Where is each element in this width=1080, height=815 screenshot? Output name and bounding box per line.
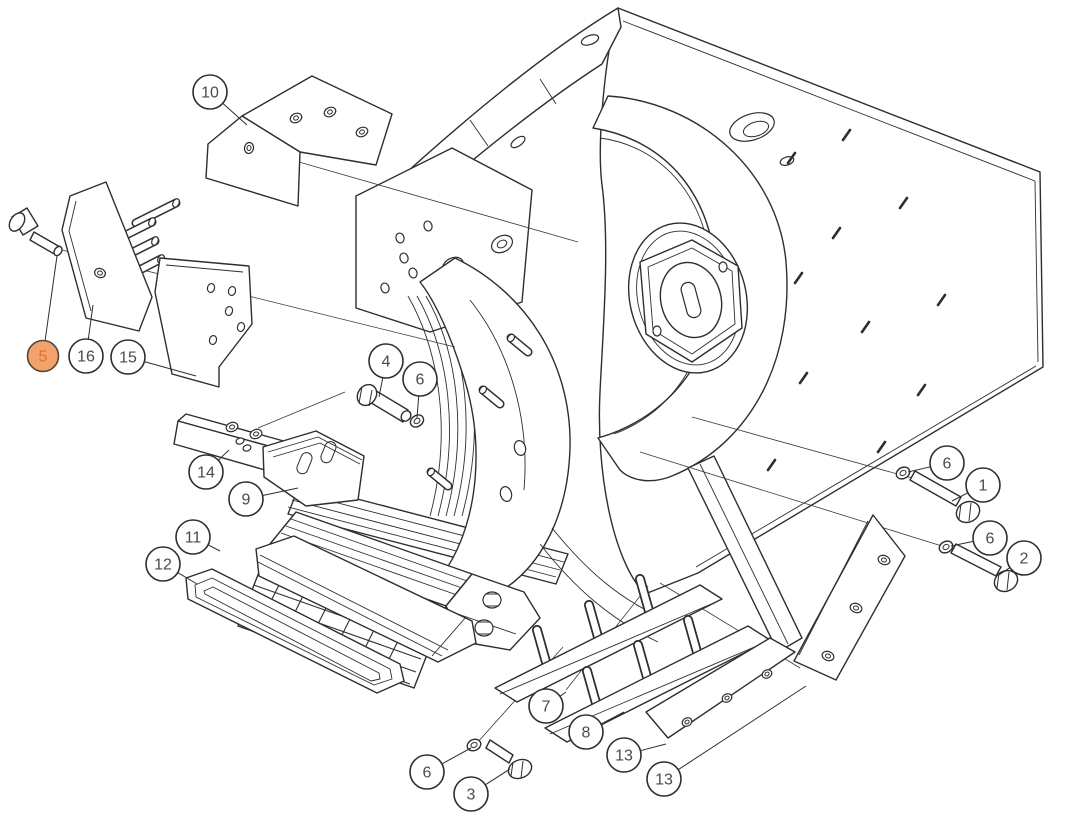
callout-5-highlighted[interactable] <box>26 339 60 373</box>
callout-12-label: 12 <box>154 557 172 574</box>
part-10-bracket <box>205 75 393 207</box>
callout-3[interactable] <box>453 776 489 812</box>
callout-6-leader <box>441 747 472 765</box>
part-8-comb <box>544 615 771 743</box>
callout-4[interactable] <box>368 343 404 379</box>
callout-12[interactable] <box>145 546 181 582</box>
callout-13-leader <box>677 685 807 771</box>
callout-6-label: 6 <box>416 372 425 389</box>
callout-9[interactable] <box>228 481 264 517</box>
callout-6[interactable] <box>972 520 1008 556</box>
exploded-parts <box>8 75 1019 780</box>
callout-6-leader <box>907 466 931 473</box>
washer-6-middle <box>409 414 425 428</box>
callout-15-leader <box>144 361 197 377</box>
callout-14-leader <box>217 449 230 461</box>
jaw-pins <box>426 333 533 491</box>
callout-14[interactable] <box>188 454 224 490</box>
part-7-comb <box>494 574 723 703</box>
callout-6-leader <box>416 395 420 419</box>
part-9-wear-plate <box>262 430 365 507</box>
callout-8-label: 8 <box>582 725 591 742</box>
callout-7-label: 7 <box>542 699 551 716</box>
callout-13-label: 13 <box>615 748 633 765</box>
part-15-plate <box>154 257 253 388</box>
callout-14-label: 14 <box>197 465 215 482</box>
callout-6[interactable] <box>929 445 965 481</box>
swing-jaw <box>419 257 571 597</box>
callout-7[interactable] <box>528 688 564 724</box>
callout-10-leader <box>222 102 248 126</box>
callout-5-leader <box>44 255 58 341</box>
callout-13-leader <box>640 743 667 752</box>
callout-12-leader <box>177 572 198 585</box>
callout-1-leader <box>951 492 969 502</box>
callout-1[interactable] <box>965 467 1001 503</box>
callout-6-label: 6 <box>423 765 432 782</box>
callout-16[interactable] <box>68 338 104 374</box>
callout-2-label: 2 <box>1020 551 1029 568</box>
callout-3-leader <box>485 768 511 786</box>
callout-3-label: 3 <box>467 787 476 804</box>
washer-6-right-top <box>895 466 911 480</box>
callout-5-label: 5 <box>39 349 48 366</box>
callout-6-label: 6 <box>943 456 952 473</box>
callout-6[interactable] <box>409 754 445 790</box>
callout-10-label: 10 <box>201 85 219 102</box>
callout-16-leader <box>87 304 94 340</box>
callout-9-label: 9 <box>242 492 251 509</box>
callout-13[interactable] <box>646 761 682 797</box>
callout-13[interactable] <box>606 737 642 773</box>
bolt-3 <box>485 739 533 780</box>
part-14-block <box>173 413 299 477</box>
bolt-2 <box>950 543 1019 593</box>
callout-4-label: 4 <box>382 354 391 371</box>
part-13-bar <box>645 637 796 739</box>
callout-2[interactable] <box>1006 540 1042 576</box>
callout-7-leader <box>559 691 567 697</box>
callout-16-label: 16 <box>77 349 95 366</box>
callout-15[interactable] <box>110 339 146 375</box>
part-12-plate <box>185 568 405 694</box>
callout-11-leader <box>207 544 221 552</box>
callout-6[interactable] <box>402 361 438 397</box>
part-13-plate <box>793 514 906 681</box>
callout-11-label: 11 <box>185 530 202 547</box>
callout-9-leader <box>262 487 299 496</box>
callout-6-leader <box>950 540 974 547</box>
callout-2-leader <box>998 567 1011 576</box>
part-11-plate <box>255 535 477 663</box>
callout-13-label: 13 <box>655 772 673 789</box>
bolt-1 <box>909 470 981 524</box>
callout-8-leader <box>600 711 625 725</box>
part-16-plate <box>61 181 181 332</box>
callout-15-label: 15 <box>119 350 137 367</box>
bolt-5 <box>8 207 63 257</box>
callout-1-label: 1 <box>979 478 988 495</box>
callout-11[interactable] <box>175 519 211 555</box>
grate-bolts <box>474 591 502 637</box>
flywheel <box>627 222 749 374</box>
bolt-4 <box>356 383 412 423</box>
callout-8[interactable] <box>568 714 604 750</box>
callout-4-leader <box>378 377 384 398</box>
callout-10[interactable] <box>192 74 228 110</box>
callout-6-label: 6 <box>986 531 995 548</box>
washer-6-right-bottom <box>938 540 954 554</box>
